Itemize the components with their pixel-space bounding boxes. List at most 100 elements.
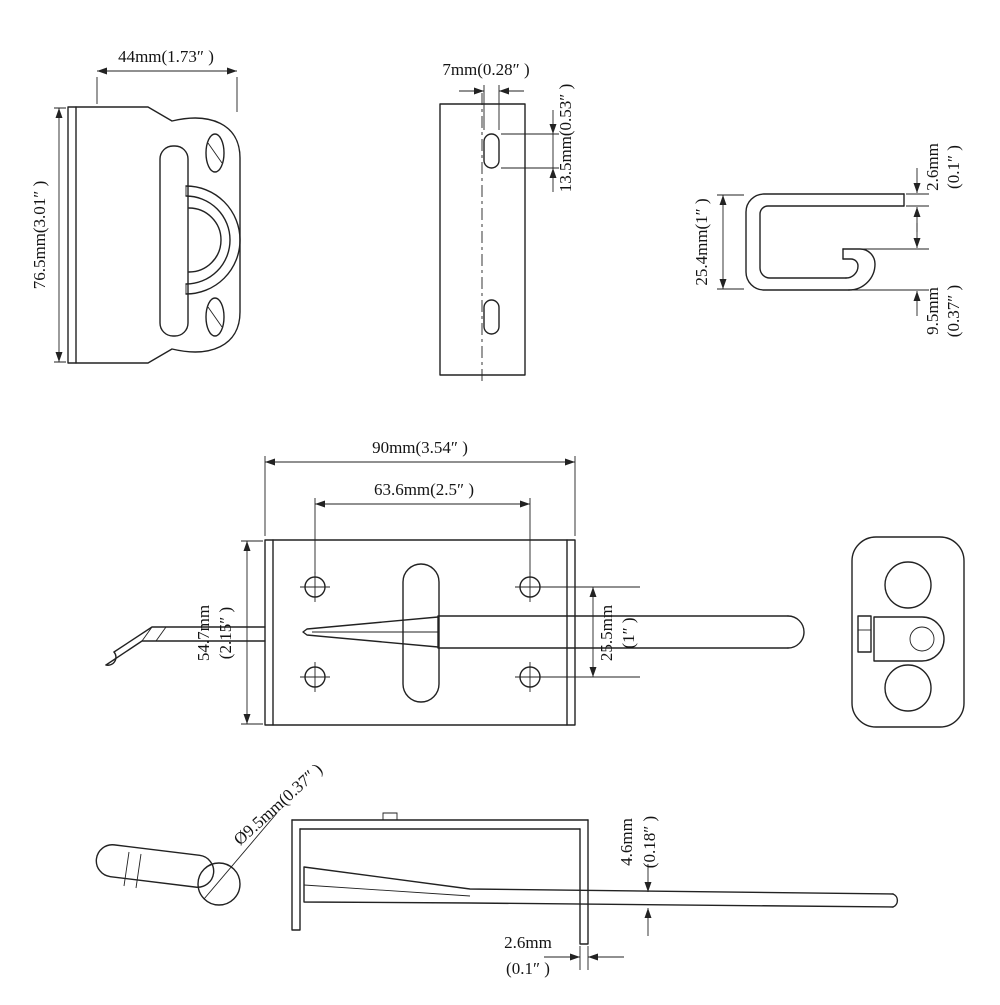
dim-slot-width-extensions: [483, 85, 500, 130]
dim-hole-rows-label-1: 25.5mm: [597, 605, 616, 661]
screw-hole-crosshair: [300, 662, 330, 692]
dim-body-width: 90mm(3.54″ ): [264, 438, 576, 536]
dim-body-height-label-1: 54.7mm: [194, 605, 213, 661]
latch-center-slot: [402, 563, 440, 703]
dim-slot-width-label: 7mm(0.28″ ): [442, 60, 529, 79]
profile-outer: [745, 193, 905, 291]
dim-keeper-height-extensions: [54, 107, 66, 363]
dim-keeper-width-extensions: [96, 77, 238, 112]
dim-body-width-label: 90mm(3.54″ ): [372, 438, 468, 457]
screw-hole-crosshair: [515, 572, 545, 602]
end-view-top-hole: [884, 561, 932, 609]
dim-profile-top-label-2: (0.1″ ): [944, 145, 963, 189]
side-bolt-rod-end-cap: [892, 893, 899, 908]
side-plate-slot-bottom: [483, 299, 500, 335]
side-handle-detail-lines: [123, 851, 142, 889]
bolt-rod: [437, 615, 789, 649]
guide-bracket-right-leg: [579, 819, 589, 945]
latch-handle: [105, 626, 266, 666]
dim-hole-span: 63.6mm(2.5″ ): [314, 480, 531, 574]
latch-plate-outline: [264, 539, 576, 726]
screw-hole-crosshair: [300, 572, 330, 602]
dim-keeper-width-label: 44mm(1.73″ ): [118, 47, 214, 66]
keeper-front-view: 44mm(1.73″ ) 76.5mm(3.01″ ): [30, 47, 241, 364]
dim-profile-hook-depth: 9.5mm (0.37″ ): [851, 223, 963, 337]
dim-keeper-height-label: 76.5mm(3.01″ ): [30, 181, 49, 290]
dim-body-width-extensions: [264, 456, 576, 536]
screw-hole-crosshair: [515, 662, 545, 692]
dim-slot-height: 13.5mm(0.53″ ): [501, 84, 575, 193]
latch-plate-fold-lines: [272, 539, 568, 726]
dim-profile-height-extensions: [717, 194, 744, 290]
dim-guide-thickness-label-1: 2.6mm: [504, 933, 552, 952]
side-handle-bar: [95, 844, 215, 888]
keeper-profile-view: 25.4mm(1″ ) 2.6mm (0.1″ ) 9.5mm (0.37″ ): [692, 143, 963, 337]
dim-profile-top-label-1: 2.6mm: [923, 143, 942, 191]
latch-handle-bend-ticks: [141, 626, 167, 642]
dim-hole-rows-label-2: (1″ ): [619, 617, 638, 648]
side-bolt-rod-midline: [303, 884, 471, 897]
dim-keeper-height: 76.5mm(3.01″ ): [30, 107, 66, 363]
dim-body-height-extensions: [241, 540, 263, 725]
dim-profile-hook-label-1: 9.5mm: [923, 287, 942, 335]
keeper-screw-slot-top-line: [207, 142, 223, 164]
dim-profile-height: 25.4mm(1″ ): [692, 194, 744, 290]
side-plate-outline: [439, 103, 526, 376]
latch-handle-tip: [105, 651, 117, 666]
keeper-catch-arc-outer: [185, 185, 241, 295]
keeper-catch-arc-inner: [188, 207, 222, 273]
latch-end-view: [851, 536, 965, 728]
dim-rod-thickness-label-1: 4.6mm: [617, 818, 636, 866]
dim-guide-thickness: 2.6mm (0.1″ ): [504, 933, 624, 978]
screw-hole-top-right: [515, 572, 545, 602]
keeper-screw-slot-top: [205, 133, 225, 173]
screw-hole-top-left: [300, 572, 330, 602]
side-bolt-rod: [303, 866, 894, 908]
keeper-outline: [67, 106, 241, 364]
latch-side-view: Ø9.5mm(0.37″ ) 4.6mm (0.18″ ) 2.6mm (0.1…: [95, 760, 899, 978]
end-view-barrel-core: [909, 626, 935, 652]
dim-bolt-dia-label: Ø9.5mm(0.37″ ): [230, 760, 326, 849]
dim-slot-height-label: 13.5mm(0.53″ ): [556, 84, 575, 193]
dim-hole-rows: 25.5mm (1″ ): [541, 586, 640, 678]
dim-profile-top-extensions: [906, 193, 929, 207]
end-view-bottom-hole: [884, 664, 932, 712]
dim-rod-thickness-label-2: (0.18″ ): [640, 816, 659, 868]
keeper-catch-arc-mid: [185, 195, 231, 285]
dim-profile-height-label: 25.4mm(1″ ): [692, 198, 711, 285]
guide-bracket-left-leg: [291, 819, 301, 931]
bolt-rod-end-cap: [787, 615, 805, 649]
dim-guide-thickness-label-2: (0.1″ ): [506, 959, 550, 978]
dim-body-height-label-2: (2.15″ ): [216, 607, 235, 659]
profile-inner: [759, 205, 905, 279]
side-plate-slot-top: [483, 133, 500, 169]
dim-guide-thickness-extensions: [579, 946, 589, 970]
end-view-barrel: [873, 616, 945, 662]
dim-hole-span-extensions: [314, 498, 531, 574]
dim-body-height: 54.7mm (2.15″ ): [194, 540, 263, 725]
screw-hole-bottom-right: [515, 662, 545, 692]
guide-bracket-top: [291, 819, 589, 830]
dim-profile-hook-label-2: (0.37″ ): [944, 285, 963, 337]
dim-slot-height-extensions: [501, 133, 559, 169]
dim-rod-thickness: 4.6mm (0.18″ ): [617, 816, 659, 936]
profile-hook-outer: [842, 248, 876, 291]
latch-front-view: 90mm(3.54″ ) 63.6mm(2.5″ ) 54.7mm (2.15″…: [105, 438, 805, 726]
keeper-side-view: 7mm(0.28″ ) 13.5mm(0.53″ ): [439, 60, 575, 385]
dim-profile-hook-extensions: [851, 248, 929, 291]
keeper-screw-slot-bottom-line: [207, 306, 223, 328]
dim-hole-span-label: 63.6mm(2.5″ ): [374, 480, 474, 499]
end-view-bracket: [857, 615, 872, 653]
keeper-screw-slot-bottom: [205, 297, 225, 337]
screw-hole-bottom-left: [300, 662, 330, 692]
profile-hook-inner: [842, 258, 859, 279]
dim-keeper-width: 44mm(1.73″ ): [96, 47, 238, 112]
dim-slot-width: 7mm(0.28″ ): [442, 60, 530, 130]
bolt-dia-leader-line: [203, 812, 278, 900]
keeper-center-slot: [159, 145, 189, 337]
dim-profile-top-thickness: 2.6mm (0.1″ ): [906, 143, 963, 232]
end-plate-outline: [851, 536, 965, 728]
side-handle-knob: [197, 862, 241, 906]
